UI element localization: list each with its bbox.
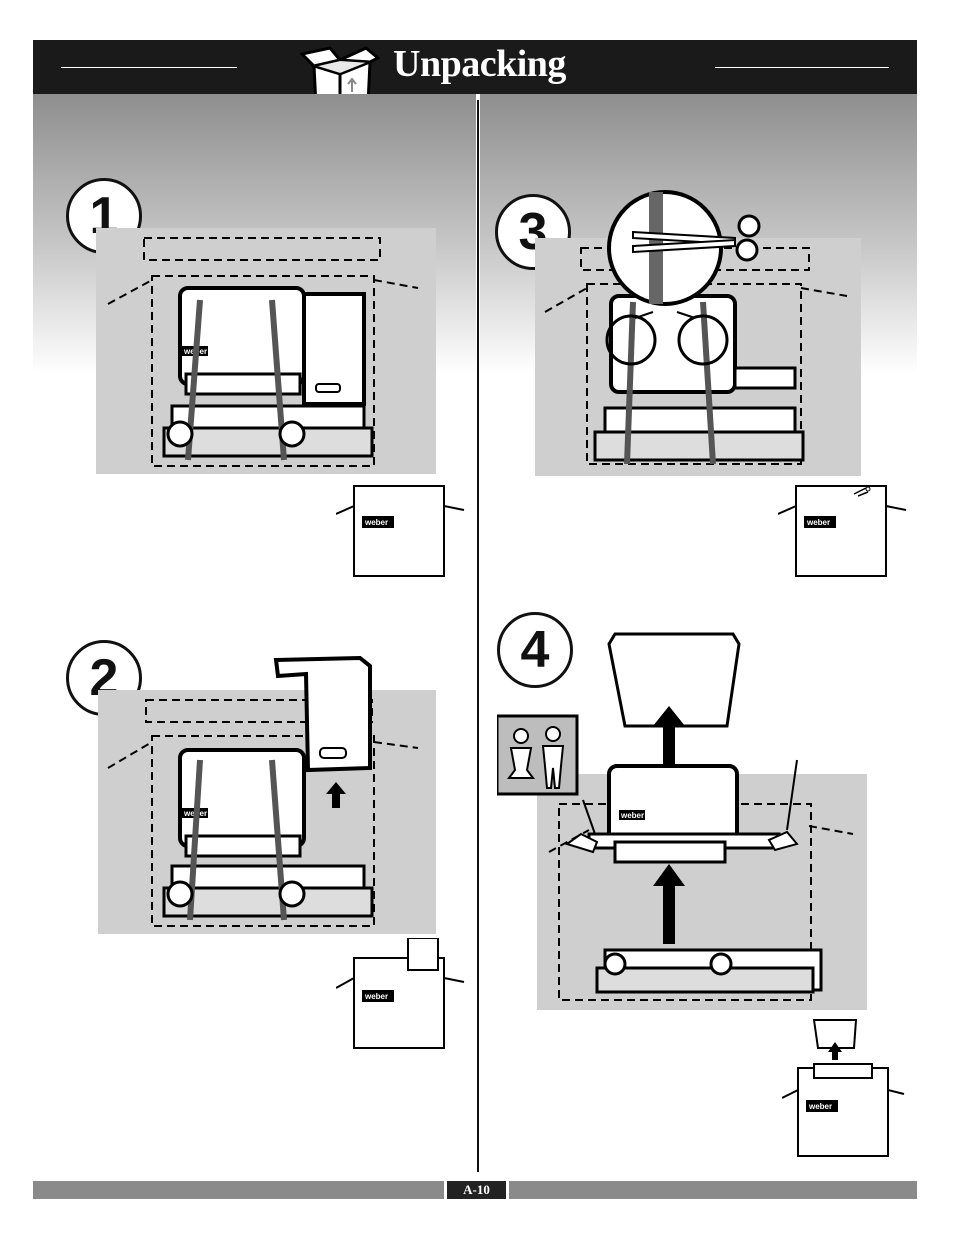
step-4-grill-logo: weber — [620, 811, 644, 820]
step-3-number: 3 — [495, 194, 571, 270]
column-divider — [477, 100, 479, 1172]
step-3-illustration — [535, 190, 861, 476]
step-1-illustration: weber — [96, 228, 436, 474]
step-4-illustration: weber — [497, 632, 867, 1010]
step-4-box-thumbnail: weber — [782, 1019, 905, 1157]
footer-bar-left — [33, 1181, 444, 1199]
step-4-box-logo: weber — [808, 1102, 832, 1111]
header-rule-left — [61, 67, 237, 68]
page-title: Unpacking — [393, 43, 566, 85]
step-2-illustration: weber — [98, 656, 436, 934]
step-1-box-thumbnail: weber — [336, 485, 465, 577]
page-number: A-10 — [447, 1181, 506, 1199]
two-person-lift-icon — [507, 726, 565, 789]
header-rule-right — [715, 67, 889, 68]
step-3-box-thumbnail: weber — [778, 485, 907, 577]
step-1-box-logo: weber — [364, 518, 388, 527]
step-3-box-logo: weber — [806, 518, 830, 527]
page-header: Unpacking — [33, 40, 917, 94]
step-2-box-thumbnail: weber — [336, 938, 465, 1049]
step-4-number: 4 — [497, 612, 573, 688]
step-2-box-logo: weber — [364, 992, 388, 1001]
footer-bar-right — [509, 1181, 917, 1199]
